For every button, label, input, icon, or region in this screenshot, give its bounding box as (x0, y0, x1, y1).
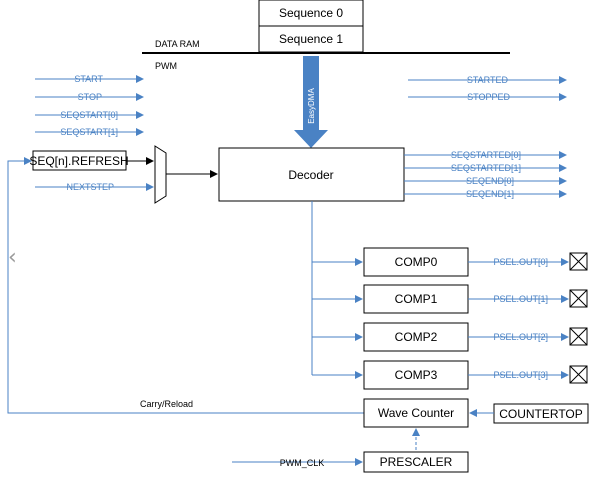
sequence-1-label: Sequence 1 (279, 32, 343, 46)
task-seqstart-1-label: SEQSTART[1] (60, 127, 118, 137)
event-seqstarted-1-label: SEQSTARTED[1] (451, 163, 521, 173)
seq-refresh-box: SEQ[n].REFRESH (29, 150, 129, 171)
psel-out-3: PSEL.OUT[3] (468, 370, 569, 380)
comp3-label: COMP3 (395, 368, 438, 382)
seq-refresh-label: SEQ[n].REFRESH (29, 154, 128, 168)
pwm-label: PWM (155, 61, 177, 71)
easydma-label: EasyDMA (307, 88, 316, 124)
comp2-box: COMP2 (363, 322, 469, 352)
data-ram-label: DATA RAM (155, 39, 200, 49)
prescaler-box: PRESCALER (363, 451, 469, 473)
pin-2-icon (569, 327, 588, 346)
comp3-box: COMP3 (363, 360, 469, 390)
comp2-label: COMP2 (395, 330, 438, 344)
task-seqstart-1: SEQSTART[1] (35, 127, 144, 137)
comp0-label: COMP0 (395, 255, 438, 269)
task-stop: STOP (35, 92, 144, 102)
pin-3-icon (569, 365, 588, 384)
comp0-box: COMP0 (363, 247, 469, 277)
task-start: START (35, 74, 144, 84)
task-seqstart-0-label: SEQSTART[0] (60, 110, 118, 120)
carry-reload-label: Carry/Reload (140, 399, 193, 409)
pwm-clk-label: PWM_CLK (280, 458, 325, 468)
psel-out-2: PSEL.OUT[2] (468, 332, 569, 342)
event-seqstarted-1: SEQSTARTED[1] (404, 163, 567, 173)
psel-out-0-label: PSEL.OUT[0] (493, 257, 548, 267)
task-stop-label: STOP (78, 92, 102, 102)
prescaler-label: PRESCALER (380, 455, 453, 469)
pin-1-icon (569, 289, 588, 308)
countertop-box: COUNTERTOP (493, 403, 589, 424)
psel-out-1: PSEL.OUT[1] (468, 294, 569, 304)
carry-reload-path: Carry/Reload (7, 157, 364, 414)
sequence-0-label: Sequence 0 (279, 6, 343, 20)
pwm-clk-input: PWM_CLK (232, 458, 363, 468)
psel-out-0: PSEL.OUT[0] (468, 257, 569, 267)
easydma-arrow: EasyDMA (294, 56, 328, 148)
multiplexer (154, 145, 167, 204)
event-seqstarted-0-label: SEQSTARTED[0] (451, 150, 521, 160)
decoder-label: Decoder (288, 168, 333, 182)
previous-chevron-left-icon[interactable]: ‹ (8, 245, 17, 270)
event-seqend-0: SEQEND[0] (404, 176, 567, 186)
event-started-label: STARTED (467, 75, 509, 85)
event-seqend-1-label: SEQEND[1] (466, 189, 514, 199)
task-nextstep: NEXTSTEP (35, 182, 154, 192)
comp1-label: COMP1 (395, 292, 438, 306)
pin-0-icon (569, 252, 588, 271)
psel-out-3-label: PSEL.OUT[3] (493, 370, 548, 380)
psel-out-1-label: PSEL.OUT[1] (493, 294, 548, 304)
wave-counter-label: Wave Counter (378, 406, 454, 420)
event-seqend-0-label: SEQEND[0] (466, 176, 514, 186)
psel-out-2-label: PSEL.OUT[2] (493, 332, 548, 342)
decoder-box: Decoder (218, 147, 405, 202)
task-nextstep-label: NEXTSTEP (66, 182, 114, 192)
event-seqend-1: SEQEND[1] (404, 189, 567, 199)
event-started: STARTED (408, 75, 567, 85)
task-seqstart-0: SEQSTART[0] (35, 110, 144, 120)
sequence-0-box: Sequence 0 (258, 0, 364, 27)
event-stopped-label: STOPPED (467, 92, 510, 102)
task-start-label: START (74, 74, 103, 84)
comp1-box: COMP1 (363, 284, 469, 314)
event-seqstarted-0: SEQSTARTED[0] (404, 150, 567, 160)
wave-counter-box: Wave Counter (363, 398, 469, 428)
countertop-label: COUNTERTOP (499, 407, 583, 421)
event-stopped: STOPPED (408, 92, 567, 102)
sequence-1-box: Sequence 1 (258, 25, 364, 53)
